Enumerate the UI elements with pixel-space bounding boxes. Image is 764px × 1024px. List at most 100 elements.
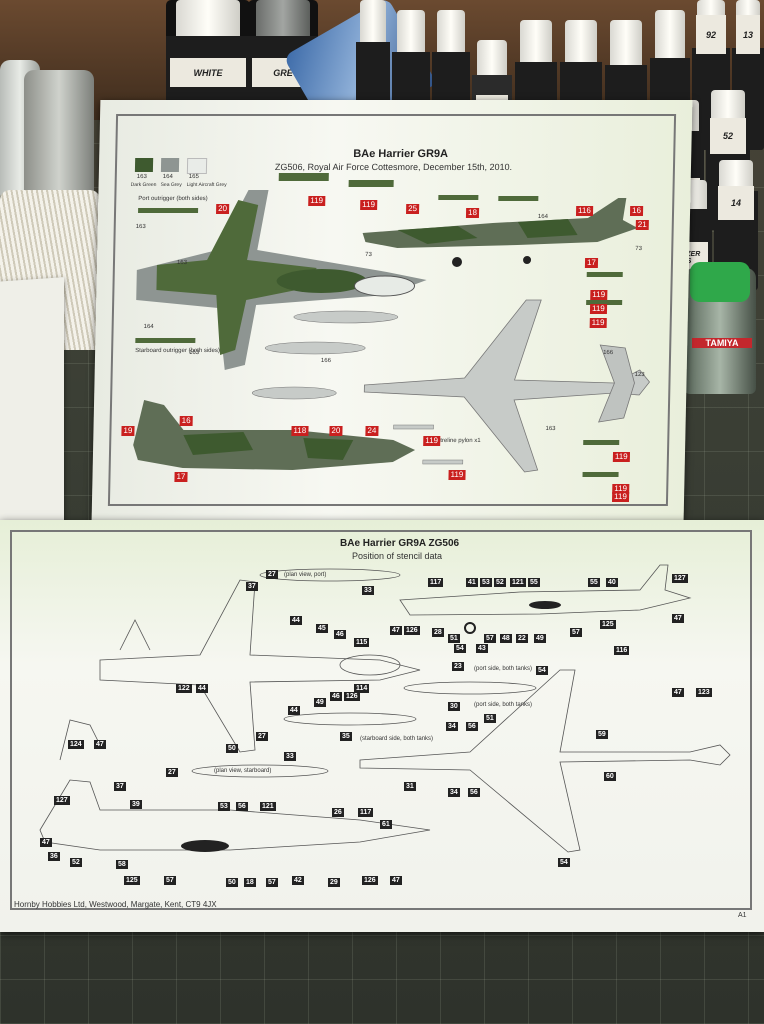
pylon	[422, 459, 464, 465]
plan-view-port-note: (plan view, port)	[284, 572, 327, 578]
sheet-frame	[10, 530, 752, 910]
stencil-number: 121	[510, 578, 526, 587]
stencil-number: 47	[390, 626, 402, 635]
pylon	[393, 424, 434, 430]
stencil-number: 33	[362, 586, 374, 595]
tailplane	[119, 619, 151, 651]
decal-number: 119	[611, 492, 629, 502]
stencil-number: 30	[448, 702, 460, 711]
stencil-number: 26	[332, 808, 344, 817]
intake-dark	[181, 840, 229, 852]
decal-number: 21	[635, 220, 649, 230]
stencil-number: 23	[452, 662, 464, 671]
intake-dark	[529, 601, 561, 609]
stencil-number: 55	[588, 578, 600, 587]
wheel	[464, 622, 476, 634]
weapon	[582, 472, 619, 477]
decal-number: 119	[448, 470, 466, 480]
stencil-number: 40	[606, 578, 618, 587]
colour-callout: 163	[189, 350, 200, 356]
bottle-number: 92	[696, 15, 726, 54]
bottle-number: 13	[736, 15, 760, 54]
stencil-number: 47	[390, 876, 402, 885]
weapon	[438, 195, 479, 200]
port-side-tanks-note: (port side, both tanks)	[474, 666, 533, 672]
colour-callout: 164	[537, 214, 549, 220]
stencil-number: 48	[500, 634, 512, 643]
stencil-number: 44	[288, 706, 300, 715]
stencil-number: 56	[468, 788, 480, 797]
stencil-number: 127	[54, 796, 70, 805]
stencil-number: 31	[404, 782, 416, 791]
stencil-number: 49	[314, 698, 326, 707]
stencil-number: 115	[354, 638, 370, 647]
tamiya-label: TAMIYA	[692, 338, 752, 348]
stencil-number: 52	[494, 578, 506, 587]
stencil-number: 121	[260, 802, 276, 811]
stencil-number: 126	[404, 626, 420, 635]
left-instruction-sheet	[0, 277, 64, 533]
decal-number: 16	[629, 206, 644, 216]
stencil-number: 54	[454, 644, 466, 653]
stencil-data-sheet: BAe Harrier GR9A ZG506 Position of stenc…	[0, 520, 764, 932]
stencil-number: 60	[604, 772, 616, 781]
stencil-number: 116	[614, 646, 630, 655]
stencil-number: 126	[344, 692, 360, 701]
stencil-number: 44	[196, 684, 208, 693]
decal-number: 17	[174, 472, 188, 482]
plan-view-port-outline	[99, 579, 421, 753]
stencil-number: 56	[466, 722, 478, 731]
stencil-number: 39	[130, 800, 142, 809]
drop-tank	[264, 341, 366, 355]
weapon	[583, 440, 620, 445]
stencil-number: 54	[558, 858, 570, 867]
stencil-number: 61	[380, 820, 392, 829]
outrigger	[138, 208, 199, 213]
stencil-number: 59	[596, 730, 608, 739]
stencil-number: 52	[70, 858, 82, 867]
colour-callout: 163	[135, 224, 146, 230]
stencil-number: 49	[534, 634, 546, 643]
drop-tank-outline	[403, 681, 537, 695]
stencil-number: 51	[484, 714, 496, 723]
stencil-number: 18	[244, 878, 256, 887]
stencil-number: 126	[362, 876, 378, 885]
harrier-side-view-port	[362, 198, 638, 267]
page-number: A1	[738, 912, 747, 919]
colour-callout: 163	[176, 260, 188, 266]
stencil-line-drawings	[39, 564, 731, 853]
decal-number: 118	[291, 426, 309, 436]
port-side-tanks-note-2: (port side, both tanks)	[474, 702, 533, 708]
stencil-number: 123	[696, 688, 712, 697]
decal-number: 20	[216, 204, 230, 214]
stencil-number: 36	[48, 852, 60, 861]
stencil-number: 47	[94, 740, 106, 749]
starboard-side-tanks-note: (starboard side, both tanks)	[360, 736, 434, 742]
decal-number: 119	[612, 452, 630, 462]
weapon	[586, 300, 623, 305]
decal-number: 20	[329, 426, 343, 436]
decal-number: 24	[365, 426, 379, 436]
harrier-side-view-starboard	[133, 400, 416, 470]
stencil-number: 27	[166, 768, 178, 777]
stencil-number: 127	[672, 574, 688, 583]
bottom-sheet-title: BAe Harrier GR9A ZG506	[340, 538, 460, 549]
decal-number: 17	[584, 258, 598, 268]
stencil-number: 47	[672, 688, 684, 697]
colour-scheme-sheet: BAe Harrier GR9A ZG506, Royal Air Force …	[91, 100, 693, 520]
stencil-number: 53	[218, 802, 230, 811]
colour-callout: 73	[635, 246, 643, 252]
drop-tank	[251, 386, 337, 400]
decal-number: 119	[308, 196, 326, 206]
outrigger	[135, 338, 196, 343]
stencil-number: 43	[476, 644, 488, 653]
stencil-number: 50	[226, 744, 238, 753]
bottle-number: 52	[710, 118, 746, 155]
colour-callout: 166	[320, 358, 332, 364]
bottle-number: 14	[718, 186, 754, 220]
weapon	[498, 196, 539, 201]
stencil-number: 57	[266, 878, 278, 887]
stencil-number: 124	[68, 740, 84, 749]
tamiya-jar: TAMIYA	[684, 262, 756, 394]
stencil-number: 42	[292, 876, 304, 885]
